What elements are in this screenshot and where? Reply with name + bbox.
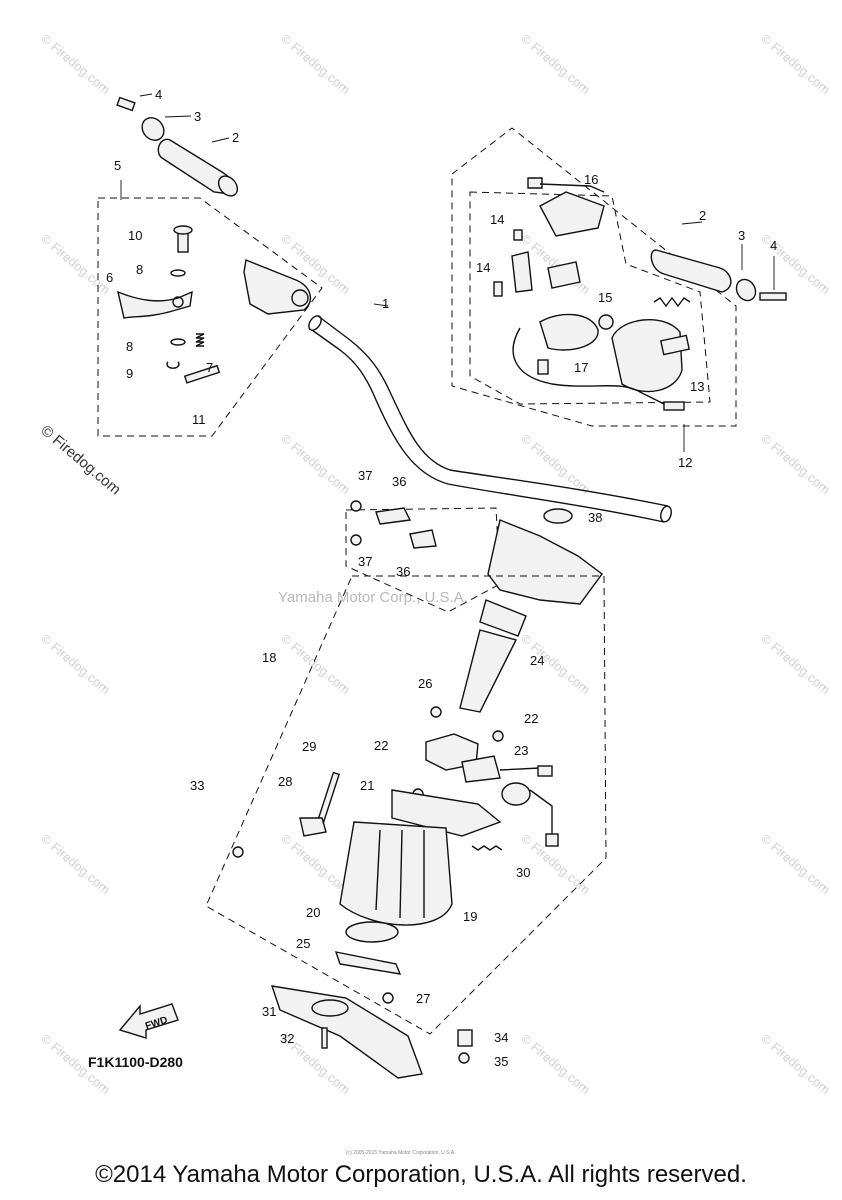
callout-3: 3 <box>738 228 745 243</box>
callout-29: 29 <box>302 739 316 754</box>
callout-32: 32 <box>280 1031 294 1046</box>
watermark-text: © Firedog.com <box>278 831 353 897</box>
callout-5: 5 <box>114 158 121 173</box>
callout-25: 25 <box>296 936 310 951</box>
callout-26: 26 <box>418 676 432 691</box>
callout-30: 30 <box>516 865 530 880</box>
callout-24: 24 <box>530 653 544 668</box>
callout-20: 20 <box>306 905 320 920</box>
side-watermark: © Firedog.com <box>37 422 123 498</box>
watermark-text: © Firedog.com <box>758 431 833 497</box>
watermark-text: © Firedog.com <box>758 631 833 697</box>
tiny-notice: (c) 2005-2015 Yamaha Motor Corporation, … <box>346 1150 456 1156</box>
brake-lever-assembly <box>117 225 312 384</box>
callout-14: 14 <box>476 260 490 275</box>
callout-2: 2 <box>699 208 706 223</box>
callout-6: 6 <box>106 270 113 285</box>
callout-36: 36 <box>392 474 406 489</box>
callout-37: 37 <box>358 554 372 569</box>
group-12-boundary <box>451 127 737 427</box>
callout-9: 9 <box>126 366 133 381</box>
callout-12: 12 <box>678 455 692 470</box>
callout-15: 15 <box>598 290 612 305</box>
callout-11: 11 <box>192 412 206 427</box>
watermark-text: © Firedog.com <box>518 431 593 497</box>
leader-lines <box>120 93 775 452</box>
callout-16: 16 <box>584 172 598 187</box>
group-18-boundary <box>205 575 607 1035</box>
callout-33: 33 <box>190 778 204 793</box>
watermark-text: © Firedog.com <box>278 631 353 697</box>
watermark-grid: © Firedog.com © Firedog.com © Firedog.co… <box>38 31 833 1097</box>
callout-3: 3 <box>194 109 201 124</box>
callout-31: 31 <box>262 1004 276 1019</box>
left-grip-assembly <box>116 96 239 197</box>
watermark-text: © Firedog.com <box>758 831 833 897</box>
callout-8: 8 <box>136 262 143 277</box>
callout-4: 4 <box>770 238 777 253</box>
callout-7: 7 <box>206 360 213 375</box>
callout-21: 21 <box>360 778 374 793</box>
callout-13: 13 <box>690 379 704 394</box>
forward-arrow: FWD <box>118 1003 179 1039</box>
callout-22: 22 <box>374 738 388 753</box>
steering-column <box>350 500 603 718</box>
watermark-text: © Firedog.com <box>38 631 113 697</box>
callout-labels: 1 2 2 3 3 4 4 5 6 7 8 8 9 10 11 12 13 14… <box>106 87 777 1069</box>
callout-28: 28 <box>278 774 292 789</box>
group-36-boundary <box>345 507 501 613</box>
watermark-text: © Firedog.com <box>518 31 593 97</box>
watermark-text: © Firedog.com <box>38 31 113 97</box>
watermark-text: © Firedog.com <box>758 1031 833 1097</box>
handlebar <box>308 315 672 523</box>
callout-36: 36 <box>396 564 410 579</box>
callout-2: 2 <box>232 130 239 145</box>
group-12-inner-boundary <box>469 191 711 405</box>
callout-38: 38 <box>588 510 602 525</box>
cowling-and-switches <box>232 730 559 1079</box>
callout-27: 27 <box>416 991 430 1006</box>
watermark-text: © Firedog.com <box>38 231 113 297</box>
callout-10: 10 <box>128 228 142 243</box>
callout-18: 18 <box>262 650 276 665</box>
callout-17: 17 <box>574 360 588 375</box>
callout-1: 1 <box>382 296 389 311</box>
center-watermark: Yamaha Motor Corp., U.S.A. <box>278 589 468 606</box>
callout-37: 37 <box>358 468 372 483</box>
callout-34: 34 <box>494 1030 508 1045</box>
callout-35: 35 <box>494 1054 508 1069</box>
group-5-boundary <box>97 197 323 437</box>
watermark-text: © Firedog.com <box>518 1031 593 1097</box>
callout-22: 22 <box>524 711 538 726</box>
callout-8: 8 <box>126 339 133 354</box>
watermark-text: © Firedog.com <box>38 831 113 897</box>
callout-19: 19 <box>463 909 477 924</box>
callout-23: 23 <box>514 743 528 758</box>
right-grip-assembly <box>493 177 787 411</box>
watermark-text: © Firedog.com <box>278 31 353 97</box>
watermark-text: © Firedog.com <box>278 431 353 497</box>
callout-14: 14 <box>490 212 504 227</box>
copyright-notice: ©2014 Yamaha Motor Corporation, U.S.A. A… <box>95 1161 747 1188</box>
diagram-code: F1K1100-D280 <box>88 1054 183 1070</box>
watermark-text: © Firedog.com <box>758 31 833 97</box>
callout-4: 4 <box>155 87 162 102</box>
